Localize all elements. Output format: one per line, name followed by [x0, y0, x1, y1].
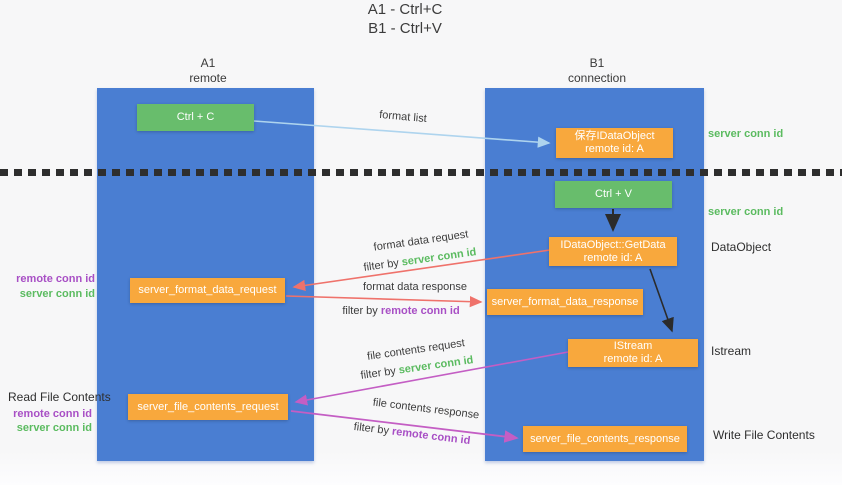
ctrl-c-label: Ctrl + C	[176, 111, 215, 123]
server-file-contents-request-node: server_file_contents_request	[128, 394, 288, 420]
format-data-response-arrow	[285, 295, 483, 308]
lane-b1-header: B1 connection	[547, 56, 647, 86]
file-contents-response-label: file contents response	[372, 396, 480, 422]
save-idataobject-line2: remote id: A	[585, 143, 644, 155]
diagram-title: A1 - Ctrl+C B1 - Ctrl+V	[0, 0, 810, 38]
file-contents-response-filter-label: filter by remote conn id	[353, 421, 471, 447]
ctrl-v-node: Ctrl + V	[555, 181, 672, 208]
lane-b1-name: B1	[589, 56, 605, 70]
server-format-data-response-label: server_format_data_response	[491, 295, 639, 308]
lane-b1-subtitle: connection	[567, 71, 627, 85]
remote-conn-id-text: remote conn id	[391, 425, 471, 448]
lane-a1-subtitle: remote	[189, 71, 227, 85]
server-conn-id-text: server conn id	[397, 354, 475, 377]
filter-by-text: filter by	[362, 256, 403, 274]
server-format-data-request-label: server_format_data_request	[138, 284, 277, 296]
left-format-conn-labels: remote conn id server conn id	[0, 272, 95, 302]
lane-a1-name: A1	[200, 56, 216, 70]
istream-node: IStream remote id: A	[568, 339, 698, 367]
title-line-2: B1 - Ctrl+V	[368, 20, 442, 37]
write-file-contents-label: Write File Contents	[713, 428, 815, 442]
idataobject-getdata-line2: remote id: A	[583, 251, 643, 264]
title-line-1: A1 - Ctrl+C	[367, 1, 443, 18]
save-idataobject-line1: 保存IDataObject	[574, 130, 655, 142]
ctrl-v-label: Ctrl + V	[595, 188, 632, 200]
server-conn-id-right-top: server conn id	[708, 128, 784, 140]
idataobject-getdata-node: IDataObject::GetData remote id: A	[549, 237, 677, 266]
server-format-data-request-node: server_format_data_request	[130, 278, 285, 303]
left-file-conn-labels: remote conn id server conn id	[0, 407, 92, 435]
server-conn-id-right-mid: server conn id	[708, 206, 784, 218]
server-file-contents-response-node: server_file_contents_response	[523, 426, 687, 452]
format-list-label: format list	[378, 108, 428, 126]
read-file-contents-label: Read File Contents	[8, 390, 111, 404]
remote-conn-id-text: remote conn id	[380, 305, 460, 317]
remote-conn-id-left-format: remote conn id	[16, 273, 95, 285]
server-conn-id-text: server conn id	[400, 246, 478, 269]
istream-line2: remote id: A	[603, 353, 663, 365]
filter-by-text: filter by	[342, 305, 381, 317]
dataobject-side-label: DataObject	[711, 240, 772, 254]
format-data-response-filter-label: filter by remote conn id	[342, 305, 459, 317]
format-data-response-label: format data response	[363, 281, 467, 293]
filter-by-text: filter by	[359, 364, 400, 382]
save-idataobject-node: 保存IDataObject remote id: A	[556, 128, 673, 158]
server-conn-id-left-format: server conn id	[19, 288, 95, 300]
ctrl-c-node: Ctrl + C	[137, 104, 254, 131]
filter-by-text: filter by	[353, 420, 393, 438]
server-file-contents-request-label: server_file_contents_request	[137, 400, 279, 413]
istream-line1: IStream	[613, 340, 653, 352]
server-conn-id-left-file: server conn id	[16, 422, 92, 434]
dotted-separator-line	[0, 169, 842, 176]
lane-a1-header: A1 remote	[158, 56, 258, 86]
remote-conn-id-left-file: remote conn id	[13, 408, 92, 420]
server-file-contents-response-label: server_file_contents_response	[530, 432, 680, 445]
idataobject-getdata-line1: IDataObject::GetData	[560, 238, 666, 251]
server-format-data-response-node: server_format_data_response	[487, 289, 643, 315]
istream-side-label: Istream	[711, 344, 752, 358]
